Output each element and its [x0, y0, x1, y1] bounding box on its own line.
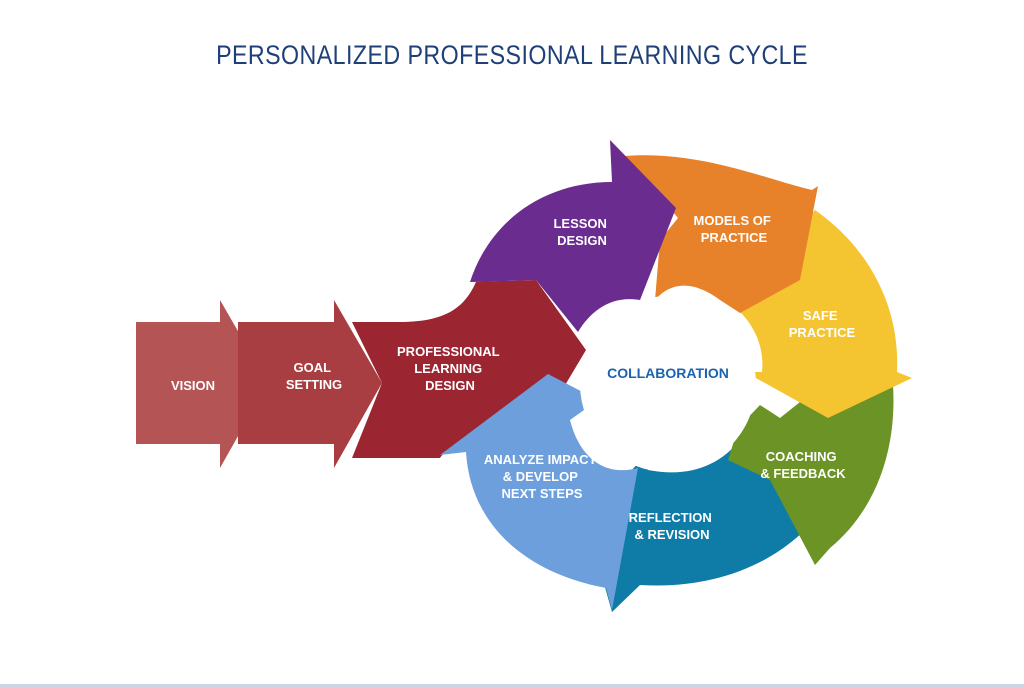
goal-setting-label: GOAL SETTING — [286, 360, 342, 392]
models-of-practice-arrow — [625, 155, 818, 313]
vision-label: VISION — [171, 378, 215, 393]
bottom-rule — [0, 684, 1024, 688]
center-hub — [580, 296, 756, 472]
lesson-design-arrow — [470, 140, 676, 332]
professional-learning-design-label: PROFESSIONAL LEARNING DESIGN — [397, 344, 503, 393]
goal-setting-arrow — [238, 300, 382, 468]
reflection-revision-arrow — [586, 440, 830, 612]
models-of-practice-label: MODELS OF PRACTICE — [694, 213, 775, 245]
diagram-title: PERSONALIZED PROFESSIONAL LEARNING CYCLE — [216, 40, 808, 70]
lesson-design-label: LESSON DESIGN — [553, 216, 610, 248]
collaboration-label: COLLABORATION — [607, 365, 729, 381]
vision-arrow — [136, 300, 268, 468]
reflection-revision-label: REFLECTION & REVISION — [629, 510, 716, 542]
analyze-impact-arrow — [440, 374, 638, 610]
safe-practice-label: SAFE PRACTICE — [789, 308, 856, 340]
analyze-impact-label: ANALYZE IMPACT & DEVELOP NEXT STEPS — [484, 452, 600, 501]
coaching-feedback-arrow — [728, 378, 894, 565]
coaching-feedback-label: COACHING & FEEDBACK — [760, 449, 846, 481]
